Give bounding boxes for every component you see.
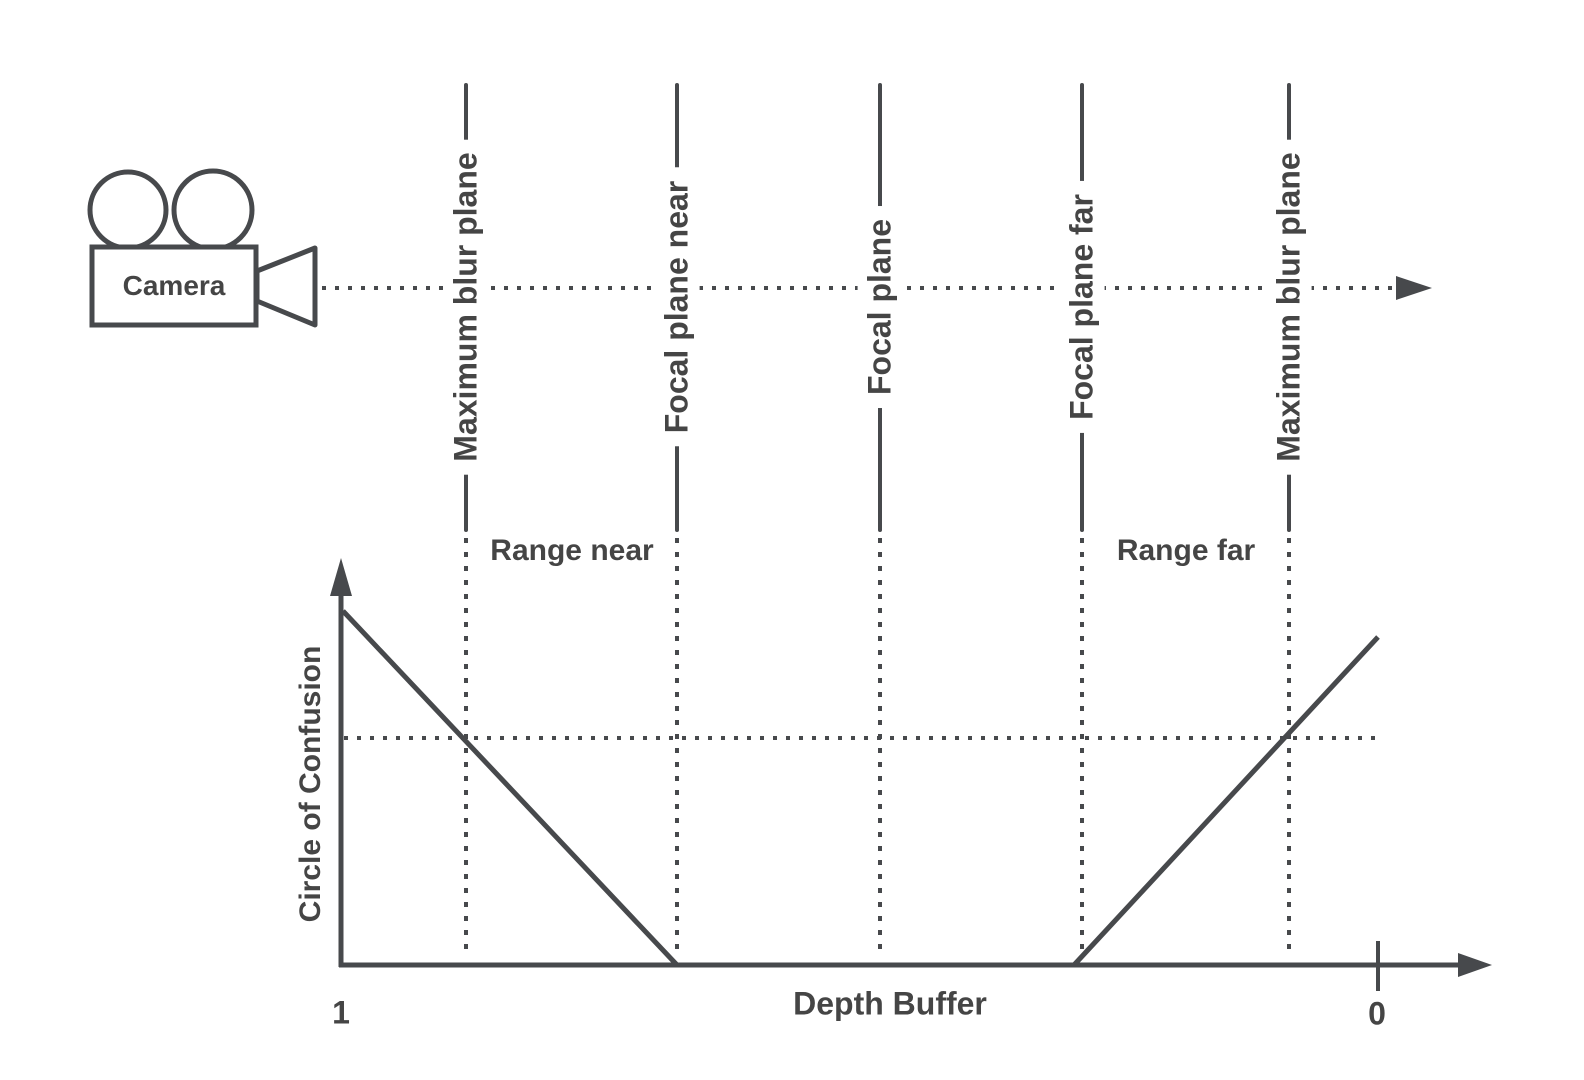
x-axis-arrow-icon [1458, 953, 1492, 977]
camera-reel-left [87, 169, 169, 251]
y-axis-arrow-icon [330, 558, 352, 596]
y-axis-label: Circle of Confusion [293, 645, 327, 923]
x-tick-label-0: 0 [1368, 995, 1386, 1032]
camera-icon [87, 168, 318, 328]
plane-label-max-blur-far: Maximum blur plane [1266, 139, 1312, 475]
range-near-label: Range near [490, 533, 654, 567]
x-tick-label-1: 1 [332, 994, 350, 1031]
camera-view-ray-arrow-icon [1396, 276, 1432, 300]
range-far-label: Range far [1116, 533, 1256, 567]
plane-label-max-blur-near: Maximum blur plane [443, 139, 489, 475]
plane-label-focal: Focal plane [857, 205, 903, 409]
plane-label-focal-far: Focal plane far [1059, 181, 1105, 433]
camera-lens [254, 245, 318, 328]
plane-label-focal-near: Focal plane near [654, 167, 700, 447]
coc-curve [341, 609, 1380, 968]
camera-label: Camera [122, 269, 226, 301]
x-axis-label: Depth Buffer [793, 985, 987, 1022]
camera-reel-right [171, 168, 255, 252]
